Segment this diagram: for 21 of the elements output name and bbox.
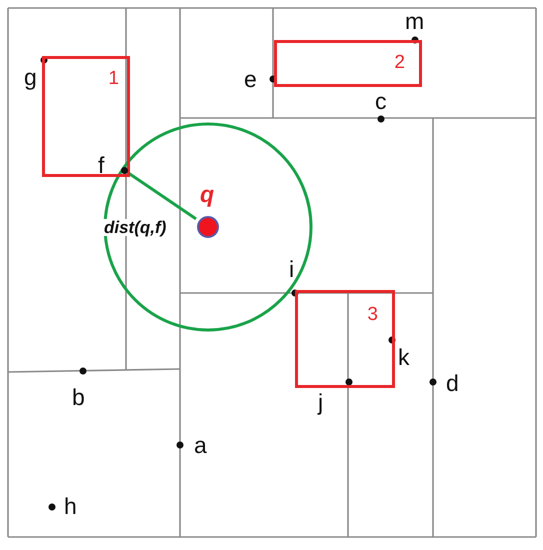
point-label: d xyxy=(446,372,459,395)
region-rectangle xyxy=(295,290,395,388)
distance-line xyxy=(127,171,197,220)
query-label: q xyxy=(200,183,214,206)
point-label: c xyxy=(375,90,386,113)
point-label: e xyxy=(244,68,257,91)
region-number: 2 xyxy=(394,53,405,72)
point-label: f xyxy=(98,154,104,177)
point-label: i xyxy=(289,258,294,281)
point-label: g xyxy=(24,66,37,89)
point-label: h xyxy=(64,495,77,518)
region-rectangle xyxy=(42,56,130,177)
region-number: 3 xyxy=(367,305,378,324)
point-label: m xyxy=(405,10,424,33)
region-number: 1 xyxy=(108,69,119,88)
point-label: k xyxy=(398,346,410,369)
edge-label: dist(q,f) xyxy=(103,219,168,236)
region-rectangle xyxy=(274,40,422,87)
point-label: j xyxy=(318,391,324,414)
point-label: a xyxy=(194,434,207,457)
point-label: b xyxy=(72,386,85,409)
